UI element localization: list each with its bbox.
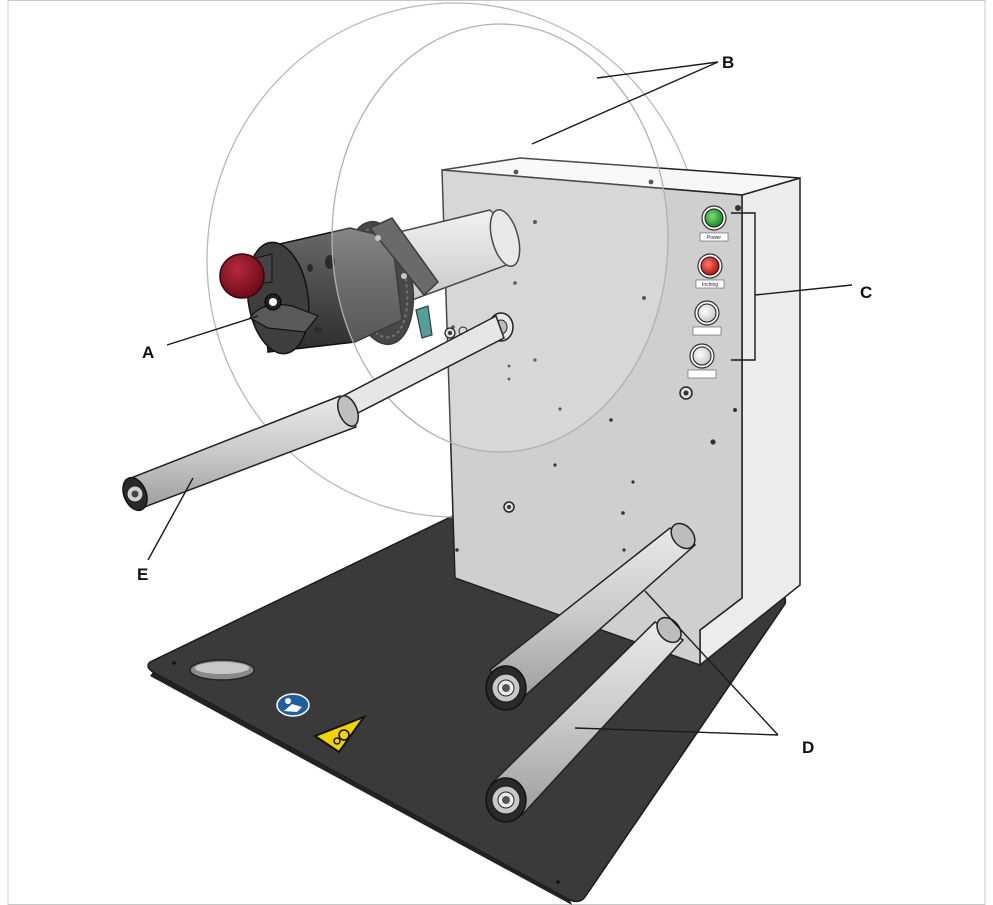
callout-c: C — [860, 283, 872, 302]
white-button-2[interactable] — [689, 343, 715, 369]
leader-d-1 — [644, 590, 779, 736]
power-button[interactable] — [701, 205, 727, 231]
entanglement-warning-icon — [312, 714, 367, 754]
dancer-arm — [122, 312, 514, 512]
guide-roller-upper — [485, 522, 697, 711]
callout-e: E — [137, 565, 148, 584]
mandrel-assembly — [219, 209, 521, 355]
callout-leaders — [147, 61, 853, 736]
guide-roller-lower — [485, 616, 685, 823]
control-panel: Power Inching — [687, 205, 729, 379]
latch-lever[interactable] — [415, 305, 433, 339]
leader-d-2 — [574, 727, 779, 736]
power-button-label: Power — [707, 235, 722, 241]
white-button-1[interactable] — [694, 300, 720, 326]
stop-button[interactable] — [697, 253, 723, 279]
bracket-c — [731, 212, 756, 361]
leader-e — [147, 477, 194, 561]
callout-b: B — [722, 53, 734, 72]
stop-button-label: Inching — [702, 282, 718, 288]
reel-flange-front — [331, 23, 669, 453]
callout-d: D — [802, 738, 814, 757]
leader-b-2 — [531, 61, 719, 145]
tension-knob[interactable] — [219, 253, 273, 299]
leader-c — [754, 284, 853, 296]
leader-a — [166, 315, 259, 346]
leader-b-1 — [596, 61, 719, 79]
callout-a: A — [142, 343, 154, 362]
manual-info-icon — [276, 693, 310, 717]
